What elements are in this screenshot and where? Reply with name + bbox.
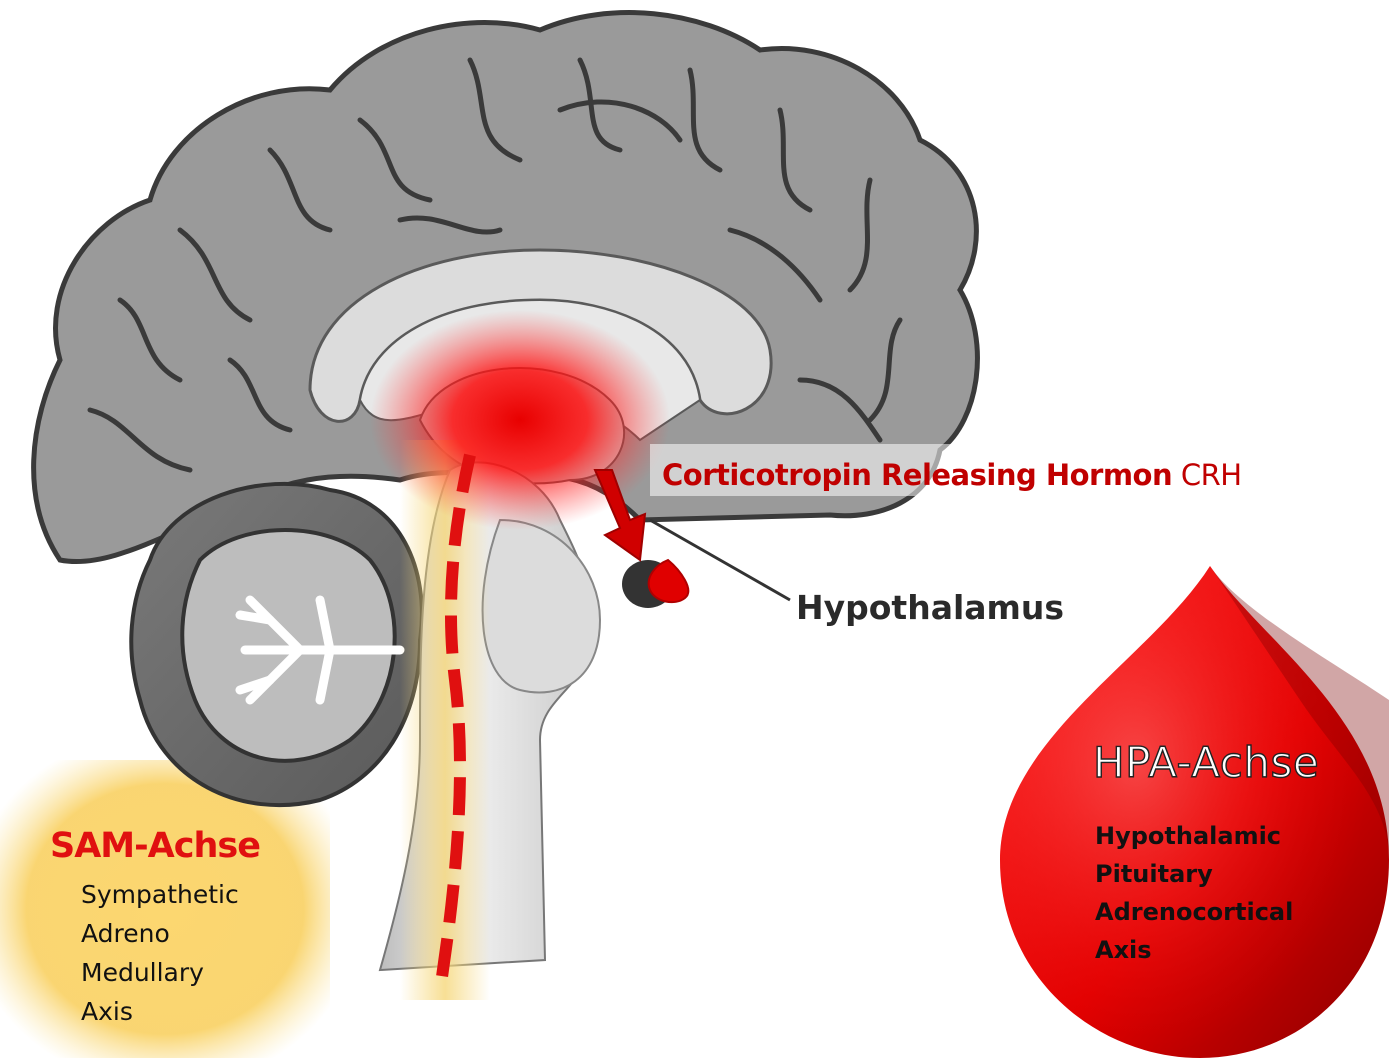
- crh-full-name: Corticotropin Releasing Hormon: [662, 458, 1172, 492]
- cerebellum-inner: [182, 530, 394, 761]
- hypothalamus-label: Hypothalamus: [796, 588, 1064, 627]
- hpa-axis-title: HPA-Achse: [1093, 738, 1319, 787]
- hpa-line-2: Pituitary: [1095, 860, 1213, 888]
- sam-line-3: Medullary: [81, 958, 204, 987]
- sam-axis-title: SAM-Achse: [50, 826, 260, 866]
- hpa-line-1: Hypothalamic: [1095, 822, 1281, 850]
- sam-line-4: Axis: [81, 997, 133, 1026]
- hpa-line-3: Adrenocortical: [1095, 898, 1293, 926]
- crh-label: Corticotropin Releasing Hormon CRH: [662, 458, 1242, 492]
- sam-line-2: Adreno: [81, 919, 170, 948]
- crh-abbreviation: CRH: [1181, 458, 1242, 492]
- pons: [483, 520, 600, 692]
- sam-line-1: Sympathetic: [81, 880, 239, 909]
- hypothalamus-glow: [370, 310, 670, 530]
- hpa-droplet-shine: [1000, 566, 1389, 1058]
- hpa-line-4: Axis: [1095, 936, 1152, 964]
